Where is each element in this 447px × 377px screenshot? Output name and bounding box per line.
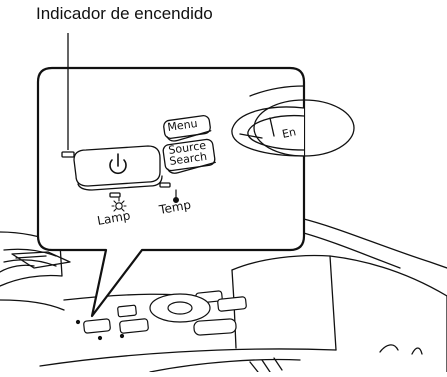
zoomed-control-panel: [61, 85, 355, 212]
source-label: Source: [168, 139, 207, 157]
source-search-button[interactable]: [162, 138, 216, 172]
temp-indicator-led: [159, 182, 171, 188]
panel-dpad-center[interactable]: [167, 301, 193, 315]
search-label: Search: [169, 150, 208, 168]
panel-button[interactable]: [193, 318, 237, 336]
panel-button[interactable]: [217, 296, 247, 312]
callout-bubble: [36, 66, 306, 318]
bottom-control-panel: [75, 290, 247, 341]
panel-button[interactable]: [83, 318, 111, 334]
temp-label: Temp: [157, 198, 192, 218]
lamp-indicator-led: [109, 192, 121, 198]
callout-caption: Indicador de encendido: [36, 4, 213, 23]
menu-button[interactable]: [163, 115, 211, 139]
panel-button[interactable]: [119, 318, 149, 334]
power-indicator-led: [61, 151, 75, 158]
dial-partial-label: En: [281, 125, 297, 141]
panel-button[interactable]: [117, 304, 137, 318]
lamp-icon: [111, 197, 127, 212]
lamp-label: Lamp: [96, 208, 131, 228]
menu-label: Menu: [167, 117, 199, 134]
power-button[interactable]: [73, 145, 163, 191]
control-dial[interactable]: [231, 85, 355, 157]
panel-labels: Menu Source Search Lamp Temp En: [96, 117, 297, 228]
thermometer-icon: [173, 189, 180, 204]
projector-body: [0, 217, 447, 373]
power-icon: [109, 153, 127, 175]
